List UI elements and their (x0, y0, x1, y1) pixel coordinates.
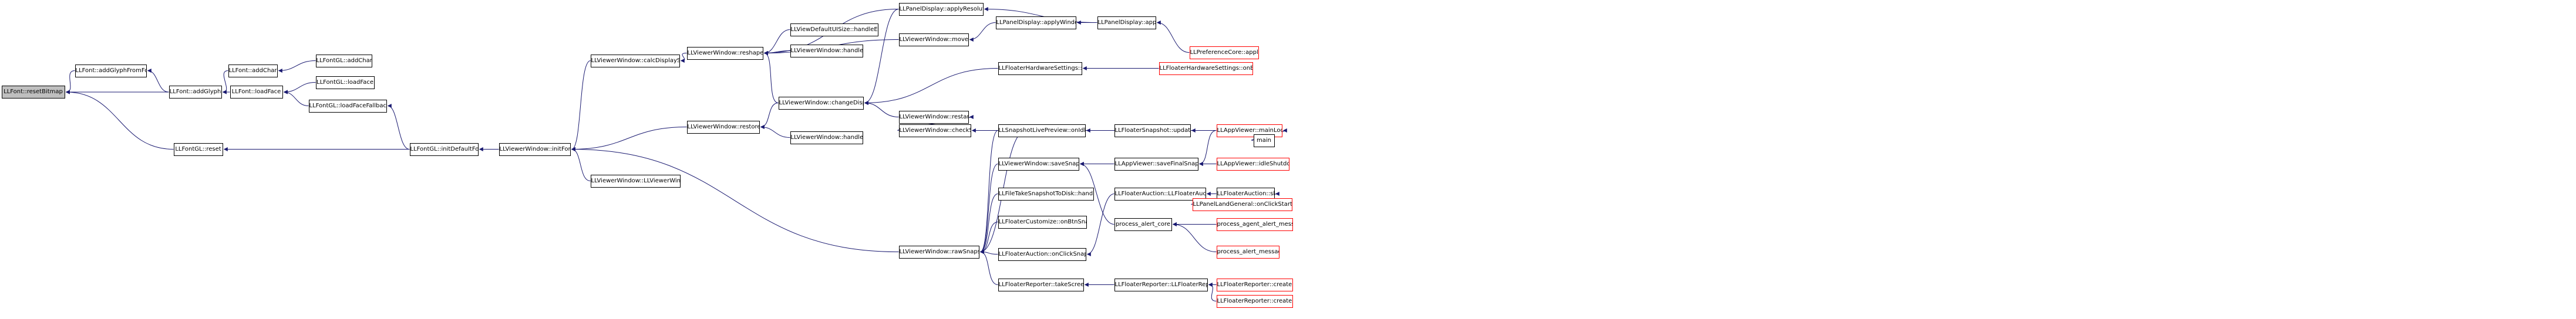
node-llfontgl-addchar[interactable]: LLFontGL::addChar (315, 54, 372, 67)
node-llviewerwindow-savesnapshot[interactable]: LLViewerWindow::saveSnapshot (998, 157, 1079, 171)
node-llviewerwindow-calcdisplayscale[interactable]: LLViewerWindow::calcDisplayScale (590, 54, 680, 67)
edge-n29-n10 (571, 147, 899, 252)
node-llfloaterhardwaresettings-apply[interactable]: LLFloaterHardwareSettings::apply (998, 62, 1082, 75)
node-llpaneldisplay-applywindowsize[interactable]: LLPanelDisplay::applyWindowSize (995, 16, 1076, 29)
edge-n19-n15 (864, 9, 899, 105)
edge-n8-n5 (283, 90, 309, 106)
node-llpaneldisplay-applyresolution[interactable]: LLPanelDisplay::applyResolution (898, 2, 984, 16)
node-llappviewer-idleshutdown[interactable]: LLAppViewer::idleShutdown (1216, 157, 1289, 171)
edge-n49-n40 (1208, 283, 1217, 301)
node-llfont-loadface[interactable]: LLFont::loadFace (230, 86, 283, 99)
node-llfloaterreporter-takescreenshot[interactable]: LLFloaterReporter::takeScreenshot (998, 278, 1084, 291)
edge-n2-n1 (147, 69, 169, 93)
node-llviewerwindow-handleresize[interactable]: LLViewerWindow::handleResize (790, 44, 863, 57)
node-llviewerwindow-llviewerwindow[interactable]: LLViewerWindow::LLViewerWindow (590, 174, 681, 188)
edge-n15-n12 (760, 103, 779, 129)
edge-n17-n14 (763, 29, 790, 55)
node-llfloaterreporter-llfloaterreporter[interactable]: LLFloaterReporter::LLFloaterReporter (1114, 278, 1208, 291)
edge-n12-n10 (571, 127, 687, 151)
edge-n21-n15 (864, 101, 899, 117)
edge-n7-n5 (283, 82, 316, 94)
node-llviewerwindow-restoregl[interactable]: LLViewerWindow::restoreGL (686, 120, 760, 134)
edge-n24-n15 (864, 68, 998, 105)
node-llsnapshotlivepreview-onidle[interactable]: LLSnapshotLivePreview::onIdle (998, 124, 1086, 137)
node-llfont-resetbitmap[interactable]: LLFont::resetBitmap (1, 86, 65, 99)
edge-n35-n29 (979, 250, 998, 285)
node-llviewerwindow-movesize[interactable]: LLViewerWindow::moveSize (898, 33, 969, 46)
node-llfloaterauction-llfloaterauction[interactable]: LLFloaterAuction::LLFloaterAuction (1114, 187, 1206, 201)
node-llpanellandgeneral-onclickstartauction[interactable]: LLPanelLandGeneral::onClickStartAuction (1192, 198, 1292, 211)
node-llpreferencecore-apply[interactable]: LLPreferenceCore::apply (1189, 46, 1259, 59)
node-llfloaterreporter-createnewabusereporter[interactable]: LLFloaterReporter::createNewAbuseReporte… (1216, 278, 1293, 291)
node-llfloatercustomize-onbtnsnapshot[interactable]: LLFloaterCustomize::onBtnSnapshot (998, 215, 1087, 229)
node-llappviewer-mainloop[interactable]: LLAppViewer::mainLoop (1216, 124, 1282, 137)
node-llfloaterhardwaresettings-onbtnok[interactable]: LLFloaterHardwareSettings::onBtnOK (1159, 62, 1253, 75)
edge-n3-n0 (65, 90, 174, 150)
edge-n31-n29 (979, 164, 998, 254)
edge-n30-n29 (979, 130, 998, 254)
edge-n41-n37 (1198, 130, 1217, 166)
node-llviewerwindow-restartdisplay[interactable]: LLViewerWindow::restartDisplay (898, 110, 969, 124)
node-process-alert-core[interactable]: process_alert_core (1114, 218, 1172, 231)
edge-n15-n14 (763, 51, 779, 103)
node-llviewerwindow-initfonts[interactable]: LLViewerWindow::initFonts (499, 142, 571, 156)
edge-n39-n31 (1079, 162, 1114, 225)
node-llpaneldisplay-apply[interactable]: LLPanelDisplay::apply (1097, 16, 1156, 29)
node-main[interactable]: main (1253, 134, 1275, 147)
node-llfloaterauction-onclicksnapshot[interactable]: LLFloaterAuction::onClickSnapshot (998, 247, 1086, 261)
node-process-alert-message[interactable]: process_alert_message (1216, 245, 1279, 259)
node-llviewdefaultuisize-handleevent[interactable]: LLViewDefaultUISize::handleEvent (790, 23, 878, 36)
node-llviewerwindow-changedisplaysettings[interactable]: LLViewerWindow::changeDisplaySettings (778, 96, 864, 110)
node-llfontgl-initdefaultfonts[interactable]: LLFontGL::initDefaultFonts (409, 142, 479, 156)
edge-n47-n39 (1172, 222, 1217, 252)
node-llfloatersnapshot-update[interactable]: LLFloaterSnapshot::update (1114, 124, 1191, 137)
node-llfont-addglyph[interactable]: LLFont::addGlyph (169, 86, 222, 99)
edge-n9-n8 (387, 104, 410, 150)
edge-n1-n0 (65, 70, 75, 94)
edge-n16-n12 (760, 125, 790, 138)
node-llviewerwindow-handleactivate[interactable]: LLViewerWindow::handleActivate (790, 131, 863, 144)
edge-n14-n11 (680, 53, 687, 63)
edge-n11-n10 (571, 60, 591, 151)
node-llviewerwindow-reshape[interactable]: LLViewerWindow::reshape (686, 46, 763, 60)
node-llfontgl-reset[interactable]: LLFontGL::reset (173, 142, 223, 156)
node-llviewerwindow-rawsnapshot[interactable]: LLViewerWindow::rawSnapshot (898, 245, 979, 259)
edge-n22-n20 (969, 22, 996, 42)
node-llfontgl-loadfacefallback[interactable]: LLFontGL::loadFaceFallback (308, 99, 387, 113)
edge-n13-n10 (571, 147, 591, 181)
node-llappviewer-savefinalsnapshot[interactable]: LLAppViewer::saveFinalSnapshot (1114, 157, 1198, 171)
edge-n38-n34 (1086, 194, 1114, 256)
node-llfontgl-loadface[interactable]: LLFontGL::loadFace (315, 76, 375, 89)
node-llviewerwindow-checksettings[interactable]: LLViewerWindow::checkSettings (898, 124, 971, 137)
edge-n4-n2 (222, 70, 228, 94)
node-llfiletakesnapshottodisk-handleevent[interactable]: LLFileTakeSnapshotToDisk::handleEvent (998, 187, 1094, 201)
edge-n32-n29 (979, 194, 998, 254)
node-llfloaterreporter-createnewbugreporter[interactable]: LLFloaterReporter::createNewBugReporter (1216, 294, 1293, 308)
node-llfont-addchar[interactable]: LLFont::addChar (228, 64, 278, 77)
edge-n6-n4 (278, 60, 316, 73)
node-process-agent-alert-message[interactable]: process_agent_alert_message (1216, 218, 1293, 231)
edge-n25-n23 (1156, 21, 1190, 53)
node-llfont-addglyphfromfont[interactable]: LLFont::addGlyphFromFont (75, 64, 147, 77)
